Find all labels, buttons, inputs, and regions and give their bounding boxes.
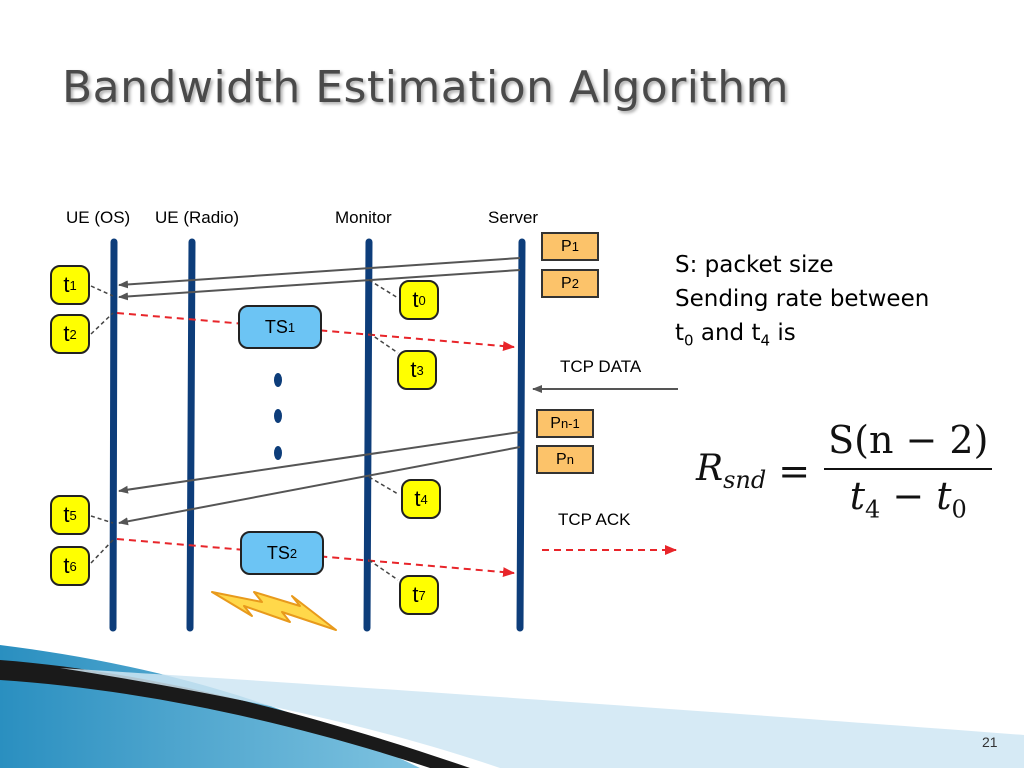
- ack-arrows: [116, 312, 677, 578]
- column-header-server: Server: [488, 208, 539, 227]
- note-line-2: Sending rate between: [675, 286, 930, 312]
- timeline-monitor: [363, 238, 373, 632]
- arrow-p2: [118, 269, 521, 301]
- timeline-ue-radio: [186, 238, 196, 632]
- arrow-ack-2: [116, 538, 515, 578]
- column-header-ue-radio: UE (Radio): [155, 208, 240, 227]
- timeline-server: [516, 238, 526, 632]
- note-line-3: t0 and t4 is: [675, 320, 796, 350]
- lightning-bolt-icon: [211, 591, 337, 631]
- arrow-ack-1: [116, 312, 515, 352]
- leader-lines: [90, 279, 399, 581]
- column-header-ue-os: UE (OS): [66, 208, 131, 227]
- timeline-ue-os: [109, 238, 118, 632]
- note-line-1: S: packet size: [675, 252, 834, 278]
- note-text: S: packet size Sending rate between t0 a…: [675, 248, 929, 358]
- page-number: 21: [982, 734, 998, 750]
- column-header-monitor: Monitor: [335, 208, 392, 227]
- formula-denominator: t4 − t0: [849, 474, 967, 524]
- slide-title: Bandwidth Estimation Algorithm: [62, 62, 790, 113]
- label-tcp-data: TCP DATA: [560, 357, 642, 376]
- formula-numerator: S(n − 2): [824, 418, 993, 470]
- formula-equals: =: [778, 448, 811, 493]
- label-tcp-ack: TCP ACK: [558, 510, 631, 529]
- timelines: [109, 238, 526, 632]
- formula-fraction: S(n − 2) t4 − t0: [824, 418, 993, 524]
- arrow-pn1: [118, 431, 521, 494]
- arrow-pn: [118, 446, 521, 526]
- sending-rate-formula: Rsnd = S(n − 2) t4 − t0: [696, 418, 993, 524]
- background-swoosh: [0, 645, 1024, 768]
- arrow-p1: [118, 257, 521, 289]
- formula-lhs: Rsnd: [696, 447, 767, 494]
- ellipsis-dots: [274, 373, 282, 460]
- data-arrows: [118, 257, 678, 526]
